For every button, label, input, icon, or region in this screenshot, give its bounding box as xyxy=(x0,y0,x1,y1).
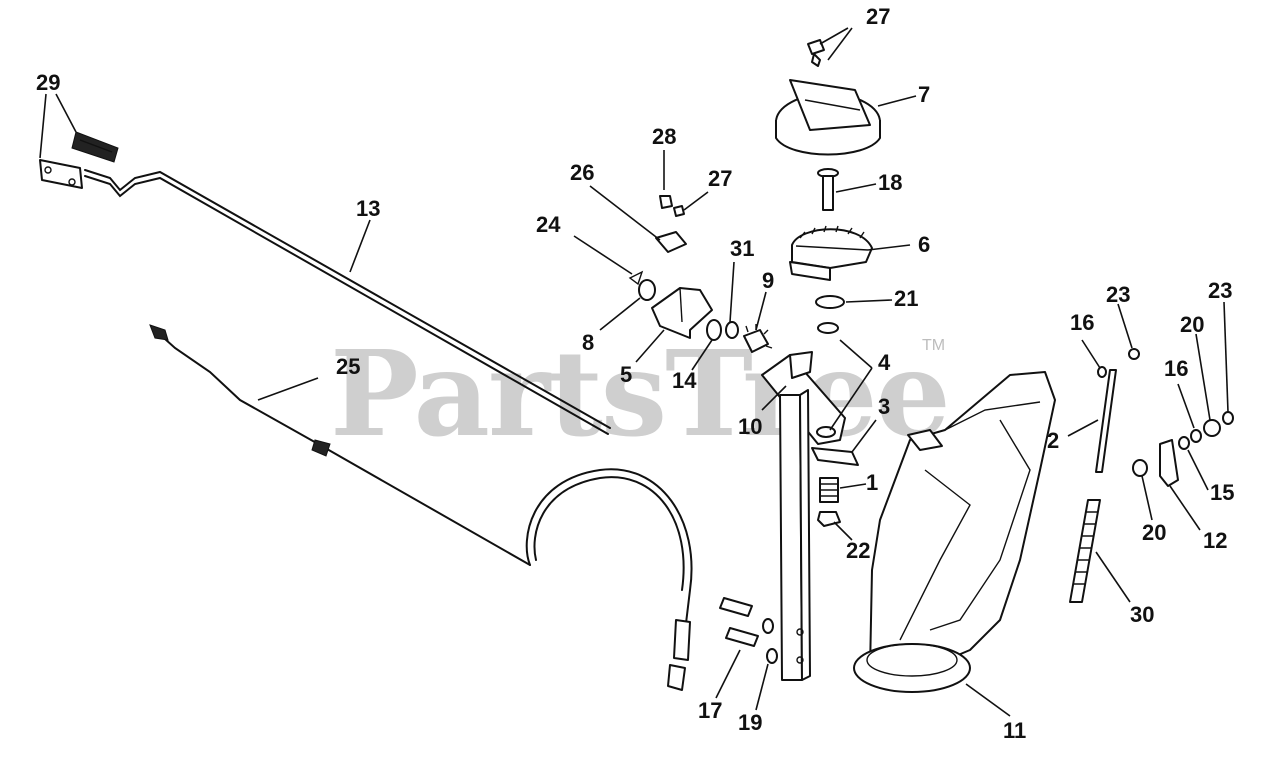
washer-31 xyxy=(725,321,739,339)
callout-22: 22 xyxy=(846,538,870,563)
callout-6: 6 xyxy=(918,232,930,257)
callout-23-right: 23 xyxy=(1208,278,1232,303)
lock-washer-16a xyxy=(1097,366,1107,378)
lock-plate xyxy=(811,447,859,466)
nut-15 xyxy=(1178,436,1190,450)
bracket-12 xyxy=(1159,439,1179,487)
callout-27-mid: 27 xyxy=(708,166,732,191)
callout-16-left: 16 xyxy=(1070,310,1094,335)
callout-1: 1 xyxy=(866,470,878,495)
ring xyxy=(706,319,722,341)
callout-19: 19 xyxy=(738,710,762,735)
callout-24: 24 xyxy=(536,212,561,237)
callout-2: 2 xyxy=(1047,428,1059,453)
nut-27 xyxy=(673,205,685,217)
callout-27-top: 27 xyxy=(866,4,890,29)
callout-20-bottom: 20 xyxy=(1142,520,1166,545)
washer-19a xyxy=(762,618,774,634)
callout-13: 13 xyxy=(356,196,380,221)
callout-29: 29 xyxy=(36,70,60,95)
callout-8: 8 xyxy=(582,330,594,355)
washer-20b xyxy=(1203,419,1221,437)
callout-9: 9 xyxy=(762,268,774,293)
chute-cable xyxy=(149,324,693,691)
callout-12: 12 xyxy=(1203,528,1227,553)
washer-8 xyxy=(638,279,656,301)
nut-23b xyxy=(1222,411,1234,425)
washer-small xyxy=(817,322,839,334)
callout-17: 17 xyxy=(698,698,722,723)
callout-28: 28 xyxy=(652,124,676,149)
watermark-text: PartsTree xyxy=(330,324,949,463)
callout-30: 30 xyxy=(1130,602,1154,627)
bracket-26 xyxy=(655,231,687,253)
clip xyxy=(628,270,644,286)
bolt-28 xyxy=(659,195,673,209)
callout-5: 5 xyxy=(620,362,632,387)
washer-20a xyxy=(1132,459,1148,477)
callout-7: 7 xyxy=(918,82,930,107)
washer-large xyxy=(815,295,845,309)
spring-30 xyxy=(1069,499,1101,603)
callout-10: 10 xyxy=(738,414,762,439)
mounting-bracket xyxy=(651,287,713,339)
pin xyxy=(817,168,839,211)
chute-bracket-bar xyxy=(761,351,846,681)
callout-3: 3 xyxy=(878,394,890,419)
handle-assembly xyxy=(39,131,119,189)
callout-23-left: 23 xyxy=(1106,282,1130,307)
callout-20-top: 20 xyxy=(1180,312,1204,337)
spring-small xyxy=(819,477,839,503)
callout-31: 31 xyxy=(730,236,754,261)
rod-2 xyxy=(1095,369,1117,473)
callout-21: 21 xyxy=(894,286,918,311)
bolts-17 xyxy=(719,597,759,647)
discharge-chute xyxy=(853,371,1056,693)
callout-18: 18 xyxy=(878,170,902,195)
callout-16-right: 16 xyxy=(1164,356,1188,381)
leader-lines xyxy=(39,27,1229,717)
washer-19b xyxy=(766,648,778,664)
chute-knob xyxy=(775,79,881,156)
callout-11: 11 xyxy=(1003,718,1026,743)
callout-4: 4 xyxy=(878,350,891,375)
control-rod xyxy=(84,169,611,435)
callout-15: 15 xyxy=(1210,480,1234,505)
nut-23a xyxy=(1128,348,1140,360)
gear-segment xyxy=(789,225,873,281)
callout-26: 26 xyxy=(570,160,594,185)
callout-25: 25 xyxy=(336,354,360,379)
watermark-trademark: TM xyxy=(922,337,945,354)
lock-washer-16b xyxy=(1190,429,1202,443)
callout-14: 14 xyxy=(672,368,697,393)
